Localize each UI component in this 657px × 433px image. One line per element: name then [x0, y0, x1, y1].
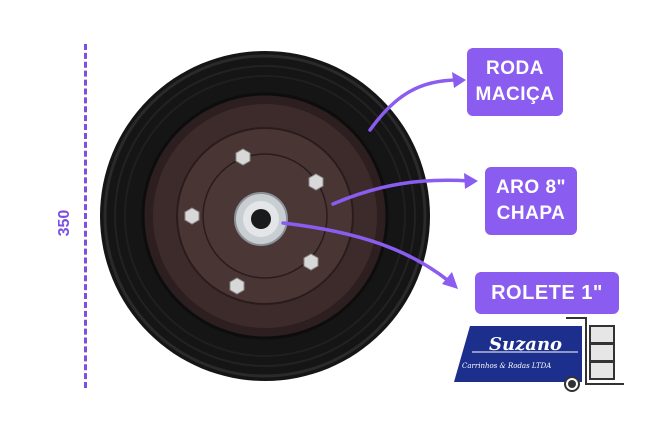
brand-name: Suzano — [489, 334, 563, 355]
bolts — [184, 148, 324, 295]
callout-roda-macica: RODA MACIÇA — [467, 48, 563, 116]
callout-rolete: ROLETE 1" — [475, 272, 619, 314]
callout-aro-line1: ARO 8" — [495, 177, 567, 198]
arrow-icon — [281, 78, 472, 284]
brand-logo — [454, 317, 624, 392]
callout-roda-line1: RODA — [486, 58, 544, 79]
brand-tagline: Carrinhos & Rodas LTDA — [462, 362, 552, 370]
dimension-line — [84, 44, 87, 388]
hand-truck-icon — [564, 317, 624, 392]
callout-aro-line2: CHAPA — [496, 203, 566, 224]
callout-rolete-label: ROLETE 1" — [491, 282, 603, 304]
callout-aro-chapa: ARO 8" CHAPA — [485, 167, 577, 235]
callout-roda-line2: MACIÇA — [475, 84, 555, 105]
